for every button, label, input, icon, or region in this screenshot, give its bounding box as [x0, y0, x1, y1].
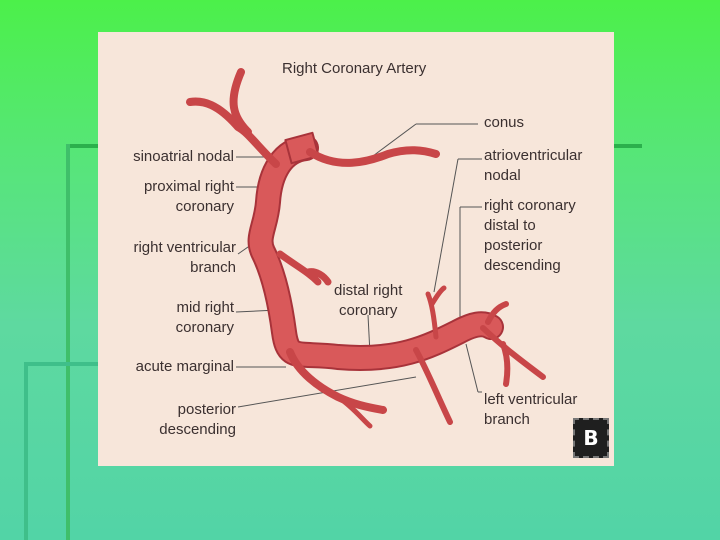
label-left-ventricular-branch: left ventricular branch	[484, 391, 578, 428]
label-right-coronary-distal: right coronary distal to posterior desce…	[484, 197, 576, 274]
label-posterior-descending: posterior descending	[159, 401, 236, 438]
label-distal-right-coronary: distal right coronary	[334, 282, 403, 319]
pd-branch	[413, 347, 453, 425]
label-right-ventricular-branch: right ventricular branch	[133, 239, 236, 276]
label-conus: conus	[484, 114, 525, 131]
artery-vessels	[186, 68, 546, 429]
av-nodal-branch	[425, 285, 447, 340]
label-mid-right-coronary: mid right coronary	[175, 299, 234, 336]
figure-badge: B	[573, 418, 609, 458]
sa-nodal-branch	[186, 68, 280, 168]
conus-branch	[306, 146, 440, 167]
decor-bar-left-1	[66, 144, 70, 540]
leader-lines	[235, 123, 482, 408]
diagram-title: Right Coronary Artery	[282, 60, 427, 77]
label-atrioventricular-nodal: atrioventricular nodal	[484, 147, 583, 184]
label-proximal-right-coronary: proximal right coronary	[143, 178, 234, 215]
rv-branch	[276, 250, 332, 286]
label-acute-marginal: acute marginal	[135, 358, 234, 375]
decor-bar-mid	[24, 362, 104, 366]
decor-bar-left-2	[24, 362, 28, 540]
lv-branch	[480, 301, 546, 387]
diagram-panel: Right Coronary Artery sinoatrial nodal p…	[98, 32, 614, 466]
label-sinoatrial-nodal: sinoatrial nodal	[133, 148, 234, 165]
artery-illustration	[186, 68, 546, 429]
